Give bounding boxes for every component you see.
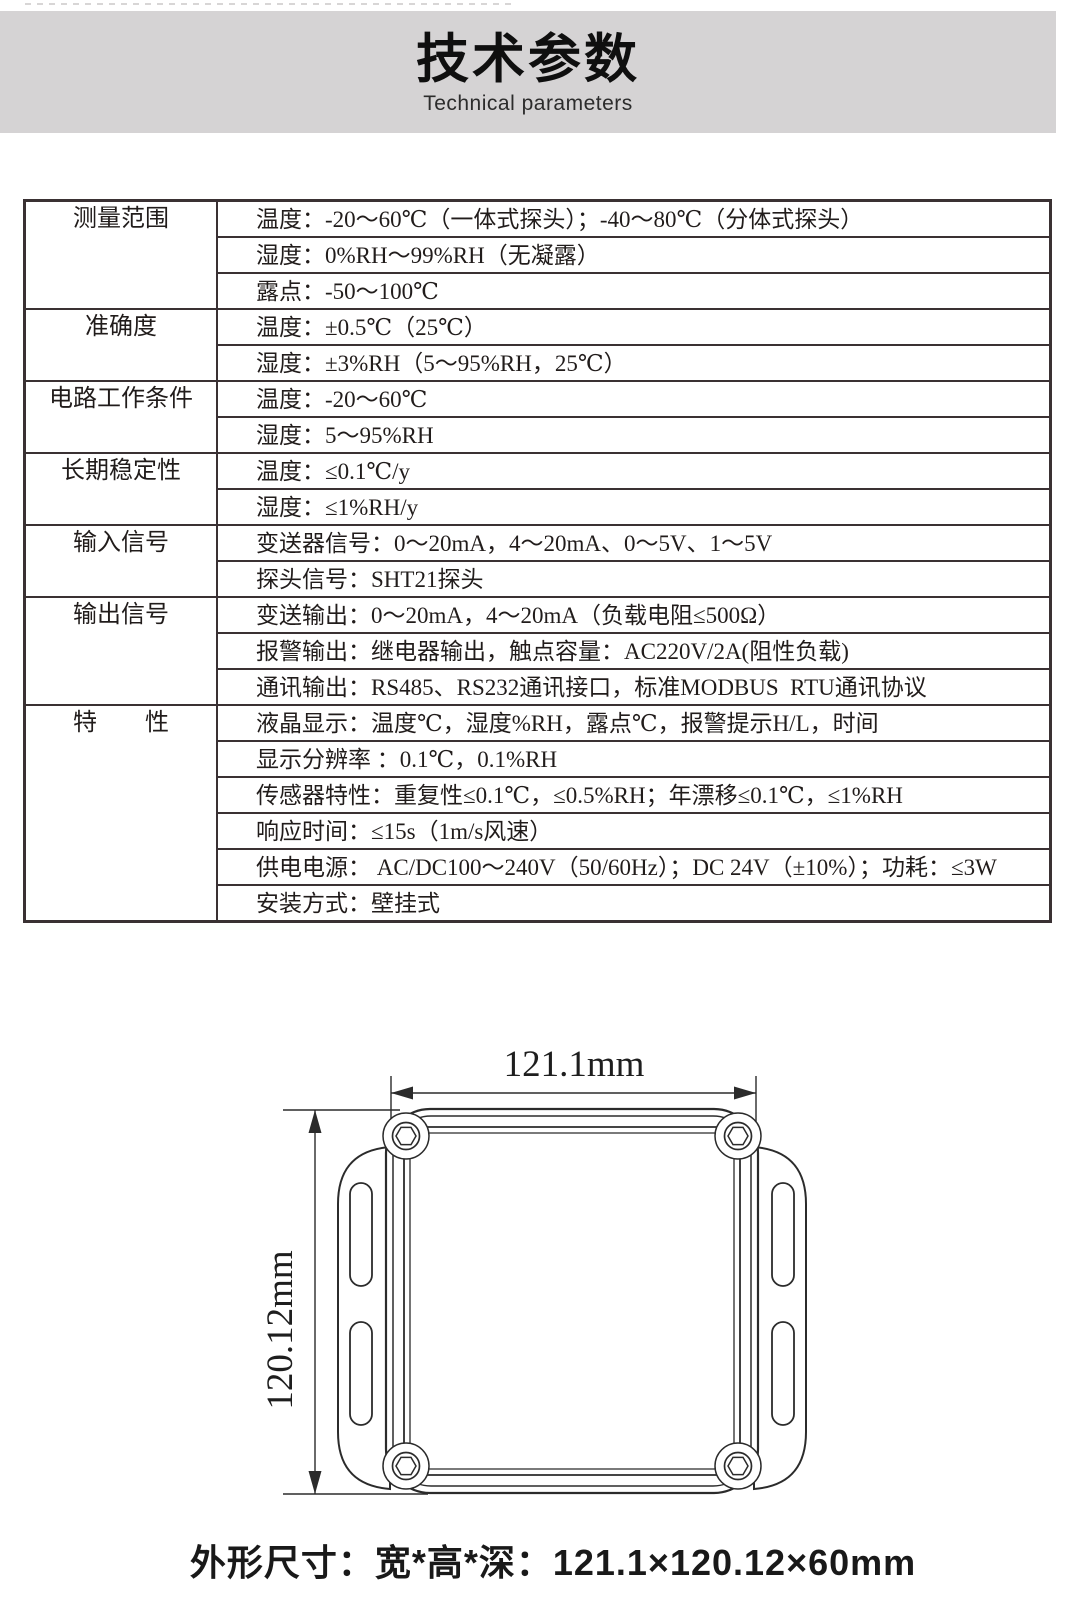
header-band: 技术参数 Technical parameters (0, 11, 1056, 133)
spec-row: 温度：-20～60℃ (216, 380, 1052, 418)
spec-row: 通讯输出：RS485、RS232通讯接口，标准MODBUS RTU通讯协议 (216, 668, 1052, 706)
spec-row: 液晶显示：温度℃，湿度%RH，露点℃，报警提示H/L，时间 (216, 704, 1052, 742)
overall-dimensions-caption: 外形尺寸：宽*高*深：121.1×120.12×60mm (189, 1542, 917, 1583)
category-measure-range: 测量范围 (23, 199, 218, 310)
spec-row: 露点：-50～100℃ (216, 272, 1052, 310)
spec-row: 变送器信号：0～20mA，4～20mA、0～5V、1～5V (216, 524, 1052, 562)
spec-row: 湿度：≤1%RH/y (216, 488, 1052, 526)
spec-row: 传感器特性：重复性≤0.1℃，≤0.5%RH；年漂移≤0.1℃，≤1%RH (216, 776, 1052, 814)
category-long-term-stability: 长期稳定性 (23, 452, 218, 526)
spec-row: 安装方式：壁挂式 (216, 884, 1052, 923)
width-dimension-label: 121.1mm (504, 1044, 645, 1085)
page-title: 技术参数 (416, 30, 640, 89)
top-dashed-line (25, 3, 517, 5)
category-input-signal: 输入信号 (23, 524, 218, 598)
height-dimension-label: 120.12mm (260, 1250, 301, 1410)
spec-row: 温度：-20～60℃（一体式探头）；-40～80℃（分体式探头） (216, 199, 1052, 238)
spec-row: 温度：±0.5℃（25℃） (216, 308, 1052, 346)
category-features: 特 性 (23, 704, 218, 923)
category-accuracy: 准确度 (23, 308, 218, 382)
spec-row: 湿度：0%RH～99%RH（无凝露） (216, 236, 1052, 274)
category-output-signal: 输出信号 (23, 596, 218, 706)
dimension-drawing: 121.1mm 120.12mm (230, 1010, 850, 1515)
spec-row: 响应时间：≤15s（1m/s风速） (216, 812, 1052, 850)
corner-screws (382, 1112, 762, 1490)
spec-row: 供电电源： AC/DC100～240V（50/60Hz）；DC 24V（±10%… (216, 848, 1052, 886)
page-subtitle: Technical parameters (423, 92, 633, 115)
spec-row: 显示分辨率 ：0.1℃，0.1%RH (216, 740, 1052, 778)
spec-row: 探头信号：SHT21探头 (216, 560, 1052, 598)
spec-row: 变送输出：0～20mA，4～20mA（负载电阻≤500Ω） (216, 596, 1052, 634)
category-circuit-conditions: 电路工作条件 (23, 380, 218, 454)
dimension-lines (283, 1076, 757, 1495)
spec-row: 湿度：5～95%RH (216, 416, 1052, 454)
spec-row: 温度：≤0.1℃/y (216, 452, 1052, 490)
spec-row: 湿度：±3%RH（5～95%RH，25℃） (216, 344, 1052, 382)
spec-row: 报警输出：继电器输出，触点容量：AC220V/2A(阻性负载) (216, 632, 1052, 670)
spec-table: 测量范围 温度：-20～60℃（一体式探头）；-40～80℃（分体式探头） 湿度… (23, 199, 1052, 923)
enclosure-outline (337, 1107, 807, 1495)
